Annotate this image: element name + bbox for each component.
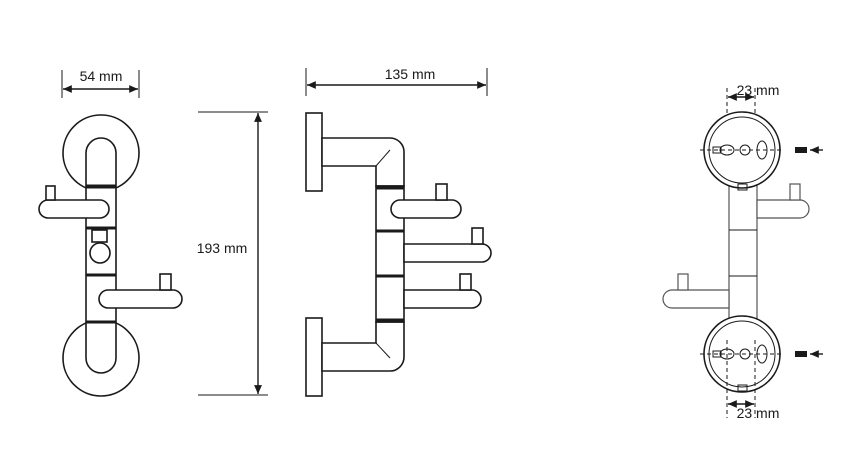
front-view: 54 mm [38, 68, 183, 397]
rear-arm-right [756, 183, 810, 219]
side-arm-2 [403, 227, 492, 263]
top-hole-spacing-label: 23 mm [737, 82, 780, 98]
rear-bottom-rosette [700, 315, 784, 393]
rear-central-tube [728, 179, 758, 321]
upper-wall-plate [305, 112, 323, 192]
height-dimension: 193 mm [192, 111, 268, 396]
depth-dimension-label: 135 mm [385, 66, 436, 82]
bottom-hole-spacing-label: 23 mm [737, 405, 780, 421]
bottom-hole-spacing-dimension: 23 mm [726, 340, 780, 421]
width-dimension: 54 mm [61, 68, 140, 98]
lower-bent-tube [321, 321, 405, 372]
side-arm-1 [390, 183, 462, 219]
side-view: 135 mm [305, 66, 492, 397]
height-dimension-label: 193 mm [197, 240, 248, 256]
bottom-screw-icon [795, 350, 823, 358]
top-hole-spacing-dimension: 23 mm [726, 82, 780, 170]
rear-arm-left [662, 273, 730, 309]
upper-bent-tube [321, 137, 405, 187]
top-screw-icon [795, 146, 823, 154]
width-dimension-label: 54 mm [80, 68, 123, 84]
depth-dimension: 135 mm [305, 66, 488, 96]
lower-wall-plate [305, 317, 323, 397]
side-arm-3 [403, 273, 482, 309]
rear-top-rosette [700, 111, 784, 191]
rear-view: 23 mm [662, 82, 823, 421]
front-arm-middle [89, 229, 111, 264]
front-arm-upper-left [38, 185, 110, 219]
front-arm-lower-right [98, 273, 183, 309]
